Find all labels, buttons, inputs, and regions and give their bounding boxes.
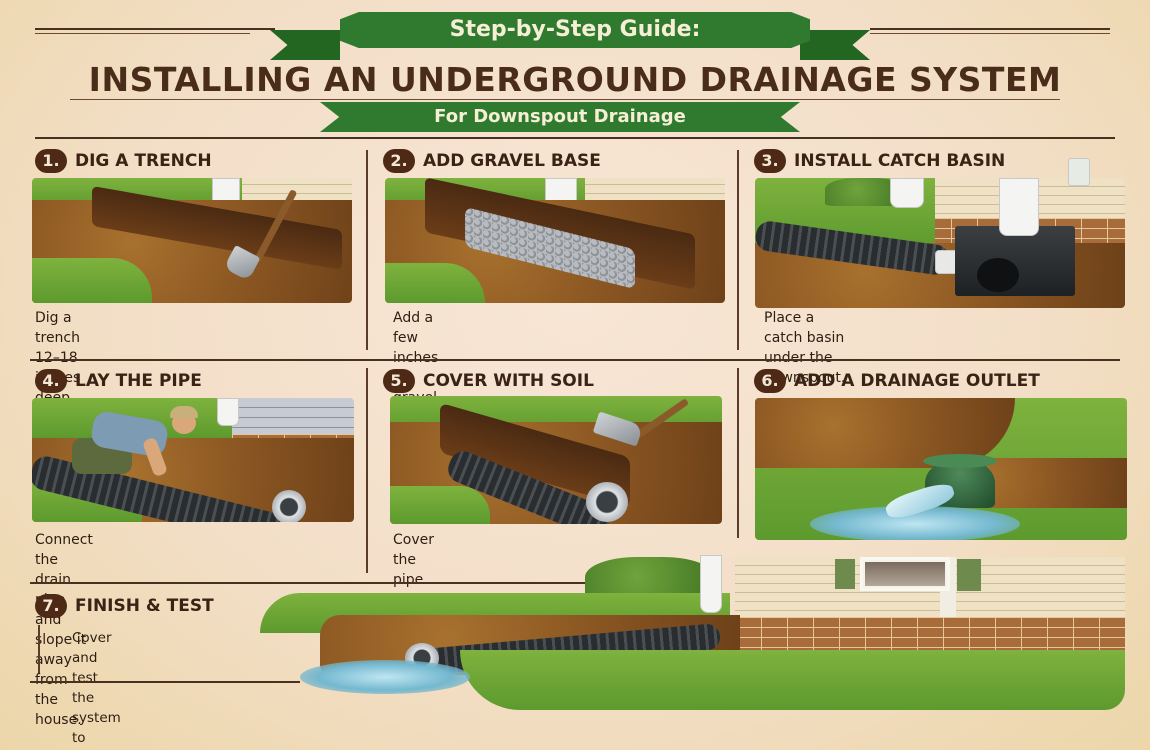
catch-basin-illustration	[755, 178, 1125, 308]
step-title: DIG A TRENCH	[75, 151, 212, 171]
step-header-4: 4. LAY THE PIPE	[35, 369, 202, 393]
house-with-drain-illustration	[260, 555, 1130, 715]
column-divider	[366, 368, 368, 573]
step-number-badge: 3.	[754, 149, 786, 173]
step-description: Connect the drain pipe and slope it away…	[35, 532, 93, 728]
step-title: FINISH & TEST	[75, 596, 214, 616]
page-title: INSTALLING AN UNDERGROUND DRAINAGE SYSTE…	[88, 60, 1062, 99]
header-rule-left-thin	[35, 33, 250, 34]
step-header-3: 3. INSTALL CATCH BASIN	[754, 149, 1005, 173]
step-description: Cover and test the system to ensure prop…	[72, 630, 121, 746]
worker-figure	[62, 406, 198, 488]
step-header-7: 7. FINISH & TEST	[35, 594, 214, 618]
row-divider-1	[30, 359, 1120, 361]
step-title: COVER WITH SOIL	[423, 371, 594, 391]
column-divider	[366, 150, 368, 350]
step-title: ADD GRAVEL BASE	[423, 151, 601, 171]
step-title: INSTALL CATCH BASIN	[794, 151, 1006, 171]
step-title: ADD A DRAINAGE OUTLET	[794, 371, 1040, 391]
step-header-5: 5. COVER WITH SOIL	[383, 369, 594, 393]
column-divider	[737, 150, 739, 350]
trench-with-shovel-illustration	[32, 178, 352, 303]
title-underline	[70, 99, 1060, 100]
drainage-outlet-illustration	[755, 398, 1127, 540]
ribbon-tail-left	[270, 30, 340, 60]
pipe-covered-with-soil-illustration	[390, 396, 722, 524]
step-number-badge: 4.	[35, 369, 67, 393]
downspout-top	[1068, 158, 1090, 186]
step-number-badge: 2.	[383, 149, 415, 173]
gravel-in-trench-illustration	[385, 178, 725, 303]
subtitle-banner: For Downspout Drainage	[320, 102, 800, 132]
kicker-banner: Step-by-Step Guide:	[340, 12, 810, 48]
step-number-badge: 1.	[35, 149, 67, 173]
step-number-badge: 7.	[35, 594, 67, 618]
header-rule-left	[35, 28, 275, 30]
step-title: LAY THE PIPE	[75, 371, 202, 391]
step-7-accent-bar	[38, 625, 40, 673]
step-header-1: 1. DIG A TRENCH	[35, 149, 212, 173]
header-rule-right	[870, 28, 1110, 30]
header-bottom-rule	[35, 137, 1115, 139]
step-header-2: 2. ADD GRAVEL BASE	[383, 149, 601, 173]
ribbon-tail-right	[800, 30, 870, 60]
step-description: Dig a trench 12–18 inches deep.	[35, 310, 80, 406]
step-number-badge: 6.	[754, 369, 786, 393]
column-divider	[737, 368, 739, 538]
step-7-bottom-rule	[30, 681, 300, 683]
step-header-6: 6. ADD A DRAINAGE OUTLET	[754, 369, 1040, 393]
step-number-badge: 5.	[383, 369, 415, 393]
worker-laying-pipe-illustration	[32, 398, 354, 522]
header-rule-right-thin	[870, 33, 1110, 34]
row-divider-2	[30, 582, 590, 584]
